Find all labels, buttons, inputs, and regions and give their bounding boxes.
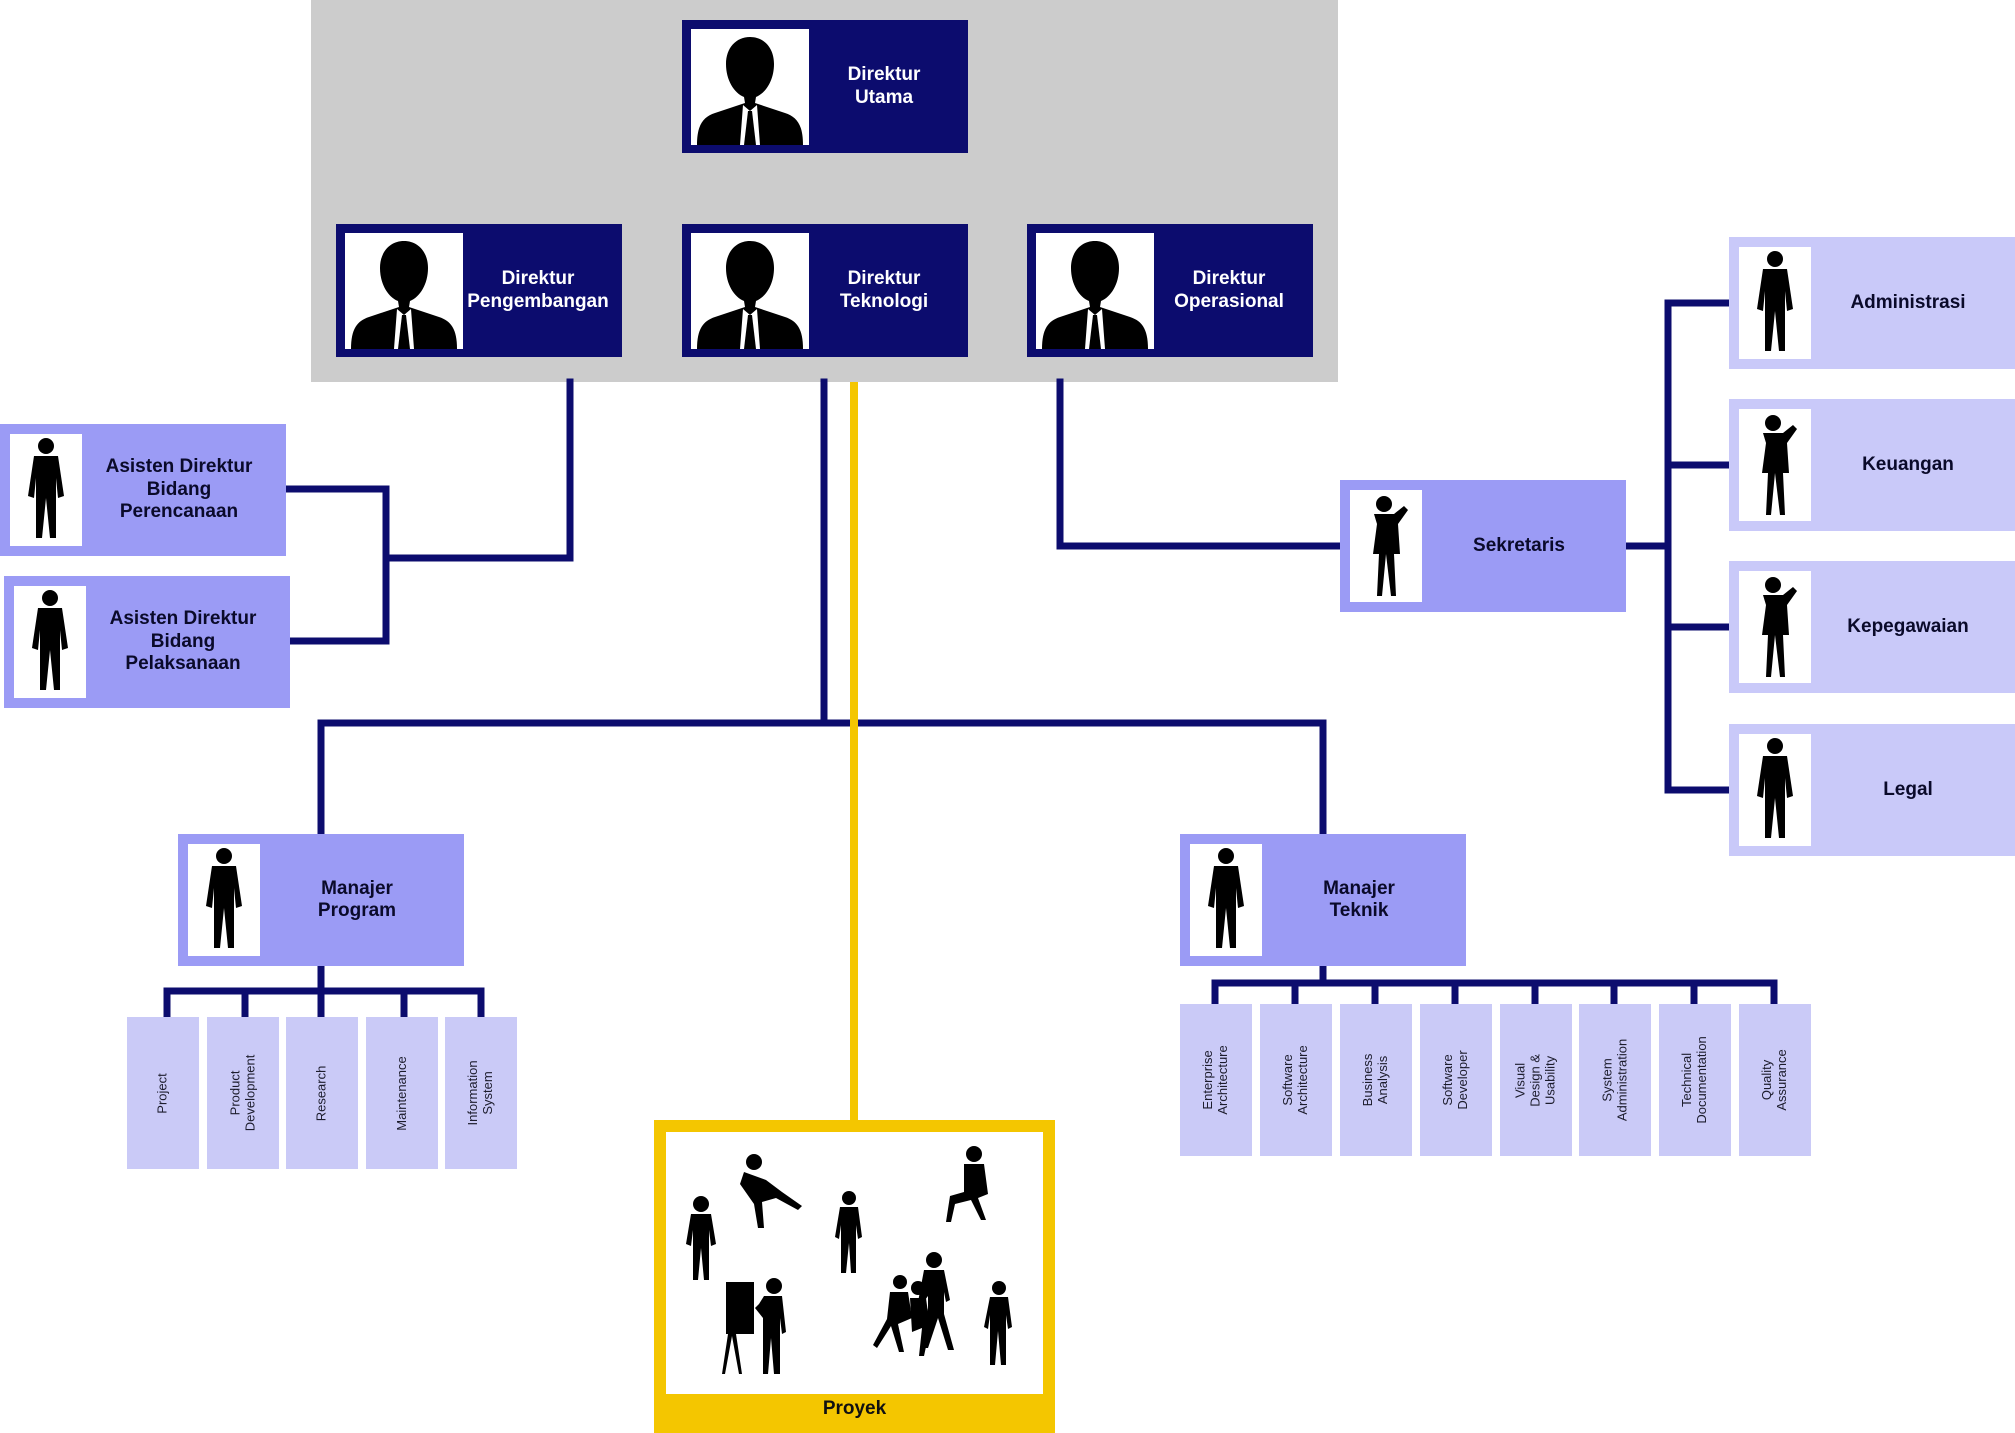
card-sekretaris[interactable]: Sekretaris	[1340, 480, 1626, 612]
connector-units-spine	[1664, 299, 1733, 794]
unit-label: Information System	[465, 1060, 495, 1126]
unit-software-developer[interactable]: Software Developer	[1420, 1004, 1492, 1156]
sekretaris-label: Sekretaris	[1473, 534, 1565, 556]
unit-label: Technical Documentation	[1679, 1036, 1710, 1124]
executive-silhouette-icon	[1036, 232, 1154, 349]
unit-label: Business Analysis	[1360, 1053, 1390, 1107]
card-asisten-perencanaan[interactable]: Asisten Direktur Bidang Perencanaan	[0, 424, 286, 556]
card-direktur-operasional[interactable]: Direktur Operasional	[1027, 224, 1313, 357]
woman-silhouette-icon	[1739, 409, 1811, 521]
card-kepegawaian[interactable]: Kepegawaian	[1729, 561, 2015, 693]
asisten-perencanaan-label: Asisten Direktur Bidang Perencanaan	[105, 456, 253, 523]
unit-label: System Administration	[1599, 1038, 1629, 1122]
person-silhouette-icon	[1190, 844, 1262, 956]
connector-pengembangan-assistants	[382, 378, 574, 562]
unit-label: Quality Assurance	[1759, 1049, 1789, 1111]
executive-silhouette-icon	[691, 232, 809, 349]
woman-silhouette-icon	[1350, 490, 1422, 602]
unit-label: Administrasi	[1850, 291, 1966, 313]
card-keuangan[interactable]: Keuangan	[1729, 399, 2015, 531]
direktur-teknologi-label: Direktur Teknologi	[839, 268, 929, 312]
direktur-pengembangan-label: Direktur Pengembangan	[467, 268, 609, 312]
unit-system-administration[interactable]: System Administration	[1579, 1004, 1651, 1156]
unit-business-analysis[interactable]: Business Analysis	[1340, 1004, 1412, 1156]
unit-label: Software Architecture	[1280, 1045, 1310, 1115]
card-manajer-program[interactable]: Manajer Program	[178, 834, 464, 966]
unit-label: Visual Design & Usability	[1512, 1053, 1558, 1107]
unit-technical-documentation[interactable]: Technical Documentation	[1659, 1004, 1731, 1156]
person-silhouette-icon	[1739, 247, 1811, 359]
card-administrasi[interactable]: Administrasi	[1729, 237, 2015, 369]
project-team-illustration	[666, 1132, 1043, 1394]
woman-silhouette-icon	[1739, 571, 1811, 683]
manajer-teknik-label: Manajer Teknik	[1323, 877, 1395, 921]
unit-label: Product Development	[227, 1054, 258, 1132]
connector-assistant-bracket	[282, 485, 390, 645]
unit-label: Project	[154, 1072, 170, 1114]
person-silhouette-icon	[14, 586, 86, 698]
manajer-program-label: Manajer Program	[317, 877, 397, 921]
person-silhouette-icon	[1739, 734, 1811, 846]
unit-information-system[interactable]: Information System	[445, 1017, 517, 1169]
unit-visual-design-usability[interactable]: Visual Design & Usability	[1500, 1004, 1572, 1156]
person-silhouette-icon	[10, 434, 82, 546]
team-silhouettes-icon	[686, 1146, 1012, 1374]
connector-teknik-units-bar	[1211, 979, 1778, 1008]
unit-software-architecture[interactable]: Software Architecture	[1260, 1004, 1332, 1156]
unit-label: Software Developer	[1440, 1050, 1470, 1110]
unit-label: Maintenance	[393, 1055, 409, 1131]
unit-label: Enterprise Architecture	[1200, 1045, 1230, 1115]
card-legal[interactable]: Legal	[1729, 724, 2015, 856]
direktur-operasional-label: Direktur Operasional	[1174, 268, 1284, 312]
executive-silhouette-icon	[345, 232, 463, 349]
connector-managers-bar	[317, 719, 1327, 840]
unit-label: Legal	[1883, 778, 1933, 800]
person-silhouette-icon	[188, 844, 260, 956]
project-box[interactable]: Proyek	[654, 1120, 1055, 1433]
card-direktur-utama[interactable]: Direktur Utama	[682, 20, 968, 153]
direktur-utama-label: Direktur Utama	[847, 64, 921, 108]
unit-research[interactable]: Research	[286, 1017, 358, 1169]
card-manajer-teknik[interactable]: Manajer Teknik	[1180, 834, 1466, 966]
unit-label: Keuangan	[1862, 453, 1954, 475]
unit-enterprise-architecture[interactable]: Enterprise Architecture	[1180, 1004, 1252, 1156]
project-box-label: Proyek	[822, 1398, 887, 1419]
card-direktur-teknologi[interactable]: Direktur Teknologi	[682, 224, 968, 357]
unit-project[interactable]: Project	[127, 1017, 199, 1169]
unit-label: Research	[313, 1065, 329, 1121]
asisten-pelaksanaan-label: Asisten Direktur Bidang Pelaksanaan	[109, 608, 257, 675]
unit-label: Kepegawaian	[1847, 615, 1969, 637]
card-direktur-pengembangan[interactable]: Direktur Pengembangan	[336, 224, 622, 357]
unit-quality-assurance[interactable]: Quality Assurance	[1739, 1004, 1811, 1156]
unit-maintenance[interactable]: Maintenance	[366, 1017, 438, 1169]
unit-product-development[interactable]: Product Development	[207, 1017, 279, 1169]
connector-operasional-sekretaris	[1056, 378, 1344, 550]
card-asisten-pelaksanaan[interactable]: Asisten Direktur Bidang Pelaksanaan	[4, 576, 290, 708]
executive-silhouette-icon	[691, 28, 809, 145]
